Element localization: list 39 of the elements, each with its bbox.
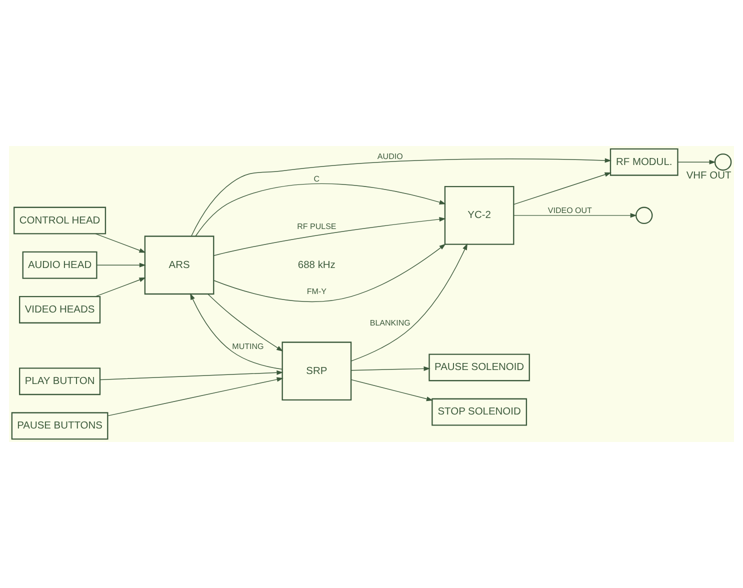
node-box: SRP [282, 342, 352, 401]
arrow [107, 377, 284, 416]
arrow [213, 217, 446, 256]
node-box: PLAY BUTTON [19, 368, 101, 396]
node-box: VIDEO HEADS [19, 296, 101, 324]
arrow [214, 244, 446, 302]
arrow [95, 233, 146, 253]
arrow [513, 172, 612, 205]
arrow [208, 294, 284, 352]
arrow [350, 243, 468, 362]
arrow [190, 293, 283, 370]
arrow [195, 183, 446, 237]
edge-label: RF PULSE [297, 222, 336, 232]
arrow [350, 379, 434, 402]
node-box: STOP SOLENOID [432, 398, 528, 426]
edge-label: C [314, 174, 320, 184]
node-box: PAUSE BUTTONS [11, 412, 108, 440]
arrow [100, 370, 284, 380]
node-box: ARS [144, 236, 214, 295]
node-circle [714, 153, 732, 171]
edge-label: VIDEO OUT [548, 206, 592, 216]
node-circle [636, 206, 653, 224]
arrow [96, 262, 146, 268]
arrow [678, 160, 716, 164]
arrow [190, 158, 612, 236]
node-label: VHF OUT [686, 170, 732, 182]
arrow [350, 366, 430, 371]
edge-label: FM-Y [306, 287, 326, 296]
node-box: AUDIO HEAD [22, 251, 98, 279]
edge-label: BLANKING [370, 318, 410, 328]
edge-label: AUDIO [377, 152, 403, 162]
label: 688 kHz [298, 260, 336, 271]
node-box: YC-2 [444, 186, 514, 245]
arrow [513, 213, 637, 218]
edge-label: MUTING [232, 342, 264, 352]
arrow [95, 277, 146, 297]
node-box: RF MODUL. [610, 148, 678, 176]
node-box: CONTROL HEAD [14, 206, 106, 234]
node-box: PAUSE SOLENOID [428, 354, 530, 382]
